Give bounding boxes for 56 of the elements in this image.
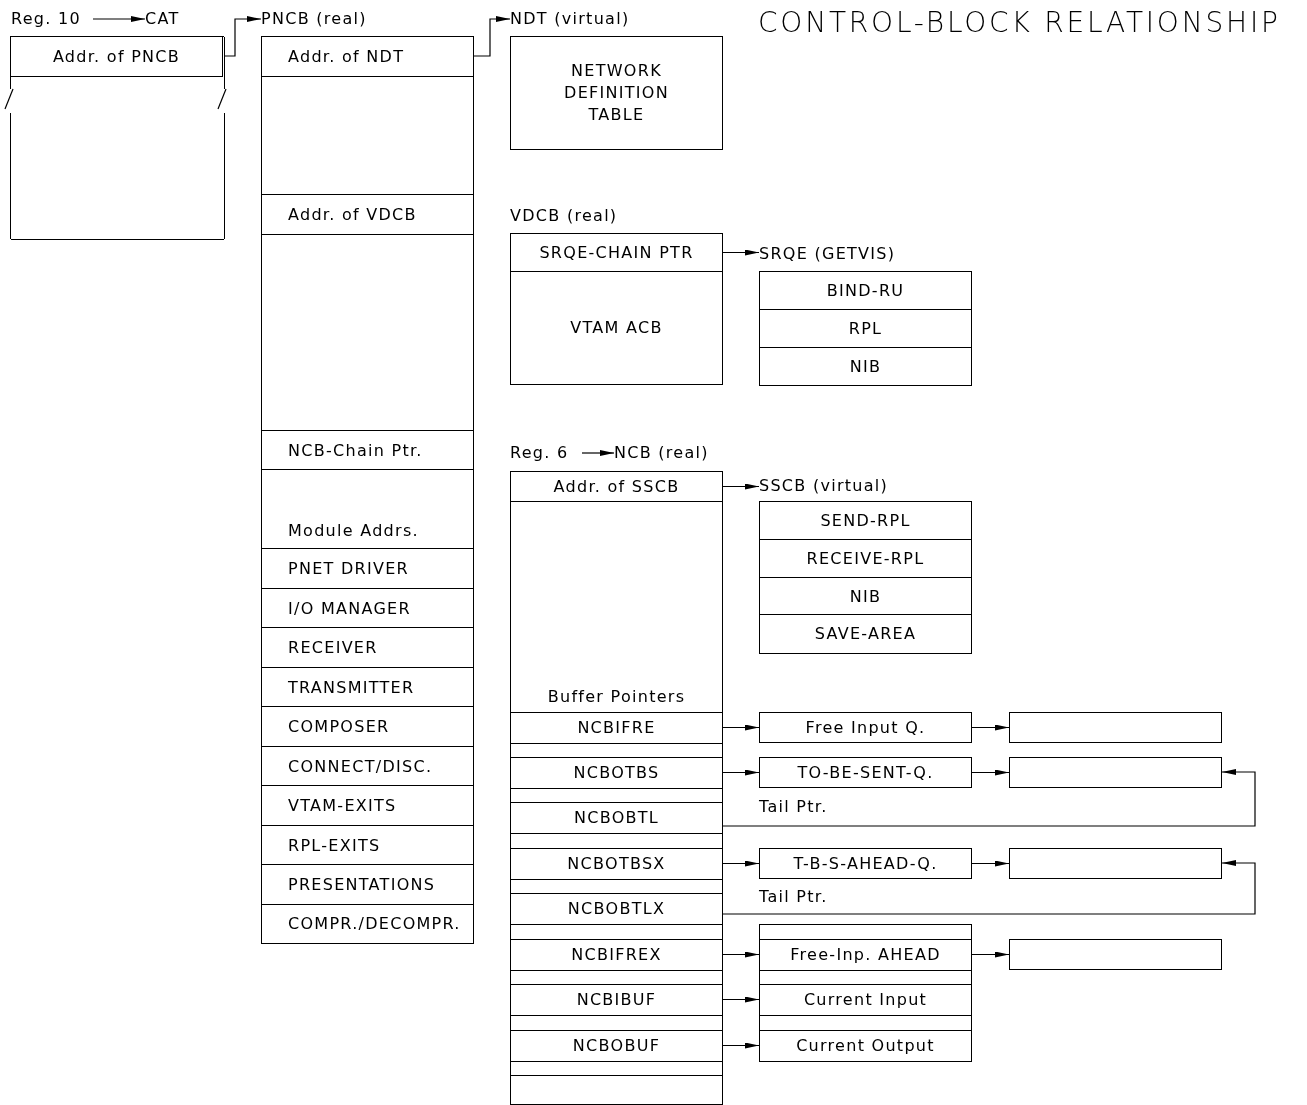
arrow	[722, 249, 760, 256]
table-field: NCBOTBS	[510, 757, 723, 789]
table-field: COMPR./DECOMPR.	[261, 904, 474, 944]
table-field: NCBOBTLX	[510, 893, 723, 925]
arrow	[722, 724, 760, 731]
arrow	[971, 769, 1010, 776]
arrow	[223, 16, 262, 57]
table-box: TO-BE-SENT-Q.	[759, 757, 972, 788]
table-field: NCBOBTL	[510, 802, 723, 834]
table-field: Current Output	[759, 1030, 972, 1062]
table-field: NCBIFREX	[510, 939, 723, 971]
table-field: NCBIBUF	[510, 984, 723, 1016]
arrow	[92, 16, 146, 22]
block-heading: CAT	[145, 8, 195, 30]
block-heading: NDT (virtual)	[510, 8, 670, 30]
empty-box	[1009, 848, 1222, 879]
arrow	[722, 996, 760, 1003]
arrow	[971, 724, 1010, 731]
block-heading: SRQE (GETVIS)	[759, 243, 929, 265]
arrow	[722, 951, 760, 958]
table-field: NCBOBUF	[510, 1030, 723, 1062]
table-field: Current Input	[759, 984, 972, 1016]
table-field: NIB	[759, 347, 972, 386]
table-field: Free-Inp. AHEAD	[759, 939, 972, 971]
table-field: Addr. of VDCB	[261, 194, 474, 235]
arrow	[722, 860, 760, 867]
table-box: NETWORK DEFINITION TABLE	[510, 36, 723, 150]
arrow	[722, 860, 1256, 915]
control-block	[759, 924, 972, 1061]
empty-box	[1009, 939, 1222, 970]
control-block	[510, 471, 723, 1105]
block-heading: Reg. 10	[11, 8, 93, 30]
empty-box	[1009, 757, 1222, 788]
arrow	[722, 483, 760, 490]
table-box: Free Input Q.	[759, 712, 972, 743]
table-field: VTAM ACB	[510, 271, 723, 385]
block-heading: VDCB (real)	[510, 205, 650, 227]
arrow	[722, 769, 1256, 827]
arrow	[971, 860, 1010, 867]
block-heading: Reg. 6	[510, 442, 582, 464]
arrow	[722, 769, 760, 776]
table-field: NCBOTBSX	[510, 848, 723, 880]
empty-box	[1009, 712, 1222, 743]
arrow	[581, 450, 615, 456]
arrow	[473, 16, 511, 57]
arrow	[971, 951, 1010, 958]
table-field: NCBIFRE	[510, 712, 723, 744]
block-heading: NCB (real)	[614, 442, 744, 464]
block-heading: PNCB (real)	[261, 8, 401, 30]
diagram-title: CONTROL-BLOCK RELATIONSHIP	[758, 5, 1281, 41]
control-block	[261, 36, 474, 943]
table-field: SAVE-AREA	[759, 614, 972, 654]
table-field: Addr. of PNCB	[10, 36, 223, 77]
block-heading: SSCB (virtual)	[759, 475, 929, 497]
table-box: T-B-S-AHEAD-Q.	[759, 848, 972, 879]
arrow	[722, 1042, 760, 1049]
